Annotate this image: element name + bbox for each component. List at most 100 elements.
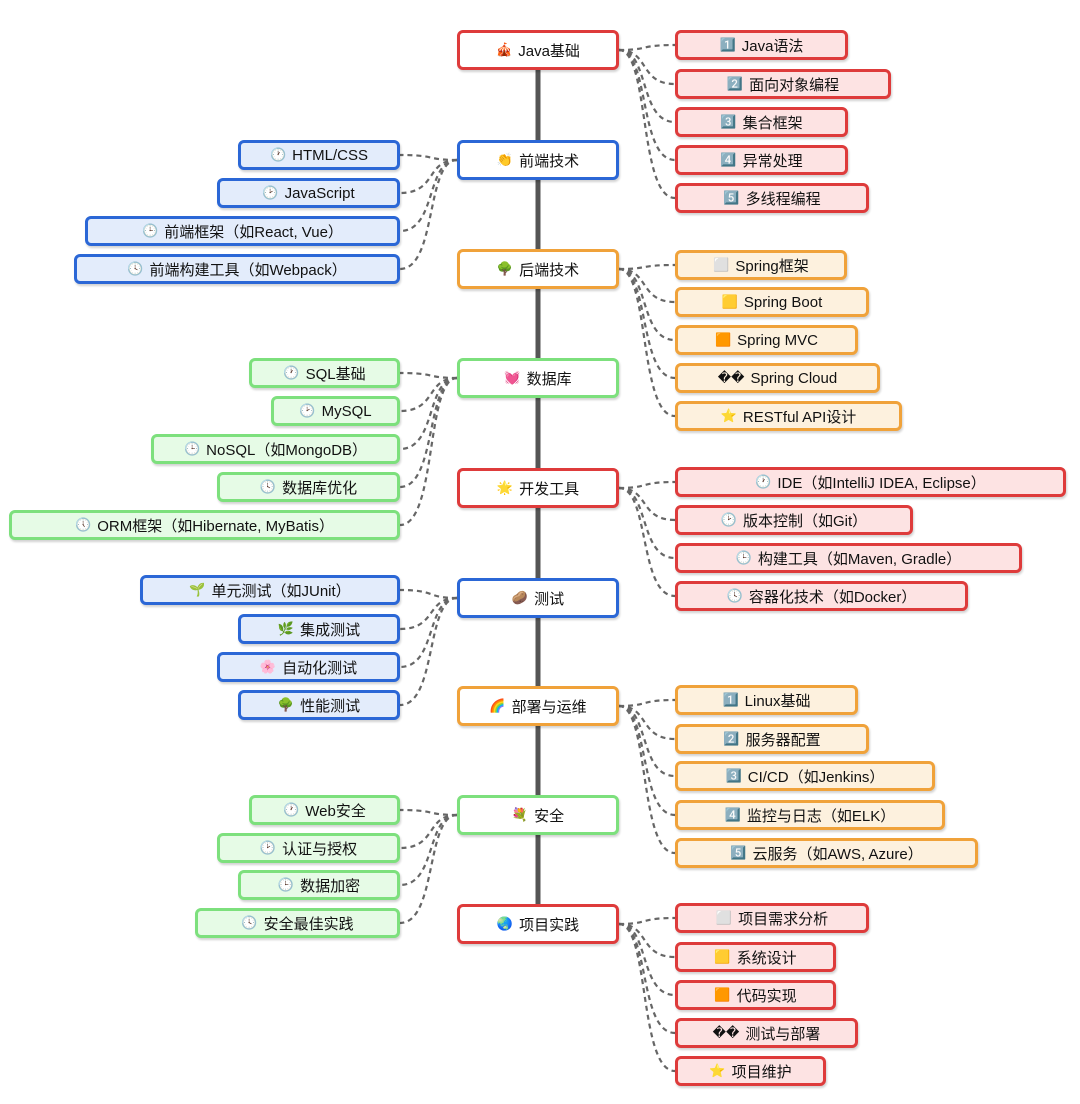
subtopic-node[interactable]: ��测试与部署 xyxy=(675,1018,858,1048)
subtopic-node[interactable]: 🕐HTML/CSS xyxy=(238,140,400,170)
connector-line xyxy=(618,922,676,997)
star-icon: ⭐ xyxy=(709,1063,726,1078)
node-label: IDE（如IntelliJ IDEA, Eclipse） xyxy=(777,474,986,492)
cherry-blossom-icon: 🌸 xyxy=(259,659,277,674)
connector-line xyxy=(618,916,676,926)
subtopic-node[interactable]: 🕓容器化技术（如Docker） xyxy=(675,581,968,611)
topic-node-4[interactable]: 💓 数据库 xyxy=(457,358,619,398)
subtopic-node[interactable]: 🕐Web安全 xyxy=(249,795,400,825)
subtopic-node[interactable]: 2️⃣ 面向对象编程 xyxy=(675,69,891,99)
subtopic-node[interactable]: 🕐IDE（如IntelliJ IDEA, Eclipse） xyxy=(675,467,1066,497)
node-label: 单元测试（如JUnit） xyxy=(211,582,351,600)
keycap-2-icon: 2️⃣ xyxy=(723,731,740,746)
connector-line xyxy=(399,158,458,271)
bouquet-icon: 💐 xyxy=(511,807,529,822)
topic-node-3[interactable]: 🌳后端技术 xyxy=(457,249,619,289)
clock-icon: 🕓 xyxy=(127,261,144,276)
subtopic-node[interactable]: 🌸自动化测试 xyxy=(217,652,400,682)
subtopic-node[interactable]: 5️⃣多线程编程 xyxy=(675,183,869,213)
subtopic-node[interactable]: 3️⃣CI/CD（如Jenkins） xyxy=(675,761,935,791)
clock-icon: 🕒 xyxy=(142,223,159,238)
node-label: RESTful API设计 xyxy=(742,408,857,426)
subtopic-node[interactable]: 🌿集成测试 xyxy=(238,614,400,644)
clock-icon: 🕒 xyxy=(277,877,295,892)
subtopic-node[interactable]: 5️⃣云服务（如AWS, Azure） xyxy=(675,838,978,868)
subtopic-node[interactable]: 🟨 系统设计 xyxy=(675,942,836,972)
subtopic-node[interactable]: 🕒数据加密 xyxy=(238,870,400,900)
clock-icon: 🕔 xyxy=(75,517,92,532)
node-label: 数据库优化 xyxy=(282,479,358,497)
connector-line xyxy=(618,48,676,124)
subtopic-node[interactable]: 🕒构建工具（如Maven, Gradle） xyxy=(675,543,1022,573)
subtopic-node[interactable]: 🕑认证与授权 xyxy=(217,833,400,863)
clock-icon: 🕓 xyxy=(726,588,743,603)
connector-line xyxy=(618,704,676,741)
subtopic-node[interactable]: 🟨Spring Boot xyxy=(675,287,869,317)
subtopic-node[interactable]: 🕔 ORM框架（如Hibernate, MyBatis） xyxy=(9,510,400,540)
connector-line xyxy=(618,486,676,560)
beating-heart-icon: 💓 xyxy=(504,370,521,385)
subtopic-node[interactable]: 🕒NoSQL（如MongoDB） xyxy=(151,434,400,464)
subtopic-node[interactable]: 🕓前端构建工具（如Webpack） xyxy=(74,254,400,284)
node-label: 服务器配置 xyxy=(745,731,821,749)
node-label: 测试 xyxy=(534,590,565,608)
node-label: Spring MVC xyxy=(737,331,819,349)
seedling-icon: 🌱 xyxy=(189,582,206,597)
connector-line xyxy=(618,922,676,1073)
subtopic-node[interactable]: 2️⃣ 服务器配置 xyxy=(675,724,869,754)
subtopic-node[interactable]: 🟧Spring MVC xyxy=(675,325,858,355)
connector-line xyxy=(618,486,676,522)
node-label: 数据库 xyxy=(526,370,572,388)
connector-line xyxy=(399,596,458,631)
topic-node-8[interactable]: 💐安全 xyxy=(457,795,619,835)
subtopic-node[interactable]: 🕐SQL基础 xyxy=(249,358,400,388)
yellow-square-icon: 🟨 xyxy=(714,949,731,964)
connector-line xyxy=(399,376,458,527)
subtopic-node[interactable]: 🕒 前端框架（如React, Vue） xyxy=(85,216,400,246)
connector-line xyxy=(618,43,676,52)
subtopic-node[interactable]: 4️⃣监控与日志（如ELK） xyxy=(675,800,945,830)
subtopic-node[interactable]: ⭐项目维护 xyxy=(675,1056,826,1086)
subtopic-node[interactable]: ⬜项目需求分析 xyxy=(675,903,869,933)
gray-square-icon: ⬜ xyxy=(715,910,733,925)
subtopic-node[interactable]: 🕑MySQL xyxy=(271,396,400,426)
subtopic-node[interactable]: 🟧代码实现 xyxy=(675,980,836,1010)
node-label: ORM框架（如Hibernate, MyBatis） xyxy=(97,517,334,535)
subtopic-node[interactable]: 1️⃣ Linux基础 xyxy=(675,685,858,715)
subtopic-node[interactable]: 🕑版本控制（如Git） xyxy=(675,505,913,535)
topic-node-5[interactable]: 🌟开发工具 xyxy=(457,468,619,508)
node-label: Linux基础 xyxy=(744,692,811,710)
node-label: 前端框架（如React, Vue） xyxy=(164,223,343,241)
node-label: Java语法 xyxy=(741,37,804,55)
connector-line xyxy=(399,588,458,600)
subtopic-node[interactable]: ��Spring Cloud xyxy=(675,363,880,393)
topic-node-9[interactable]: 🌏项目实践 xyxy=(457,904,619,944)
node-label: Web安全 xyxy=(305,802,366,820)
subtopic-node[interactable]: 1️⃣Java语法 xyxy=(675,30,848,60)
subtopic-node[interactable]: 4️⃣异常处理 xyxy=(675,145,848,175)
connector-line xyxy=(399,376,458,451)
gray-square-icon: ⬜ xyxy=(713,257,730,272)
keycap-4-icon: 4️⃣ xyxy=(724,807,741,822)
subtopic-node[interactable]: ⭐RESTful API设计 xyxy=(675,401,902,431)
subtopic-node[interactable]: 🕓安全最佳实践 xyxy=(195,908,400,938)
subtopic-node[interactable]: 3️⃣集合框架 xyxy=(675,107,848,137)
keycap-2-icon: 2️⃣ xyxy=(726,76,744,91)
node-label: 系统设计 xyxy=(736,949,797,967)
keycap-1-icon: 1️⃣ xyxy=(722,692,739,707)
connector-line xyxy=(399,813,458,887)
topic-node-2[interactable]: 👏前端技术 xyxy=(457,140,619,180)
connector-line xyxy=(399,596,458,669)
connector-line xyxy=(399,158,458,233)
subtopic-node[interactable]: 🌱 单元测试（如JUnit） xyxy=(140,575,400,605)
node-label: 面向对象编程 xyxy=(749,76,840,94)
connector-line xyxy=(399,371,458,380)
subtopic-node[interactable]: 🕑JavaScript xyxy=(217,178,400,208)
subtopic-node[interactable]: 🕓数据库优化 xyxy=(217,472,400,502)
subtopic-node[interactable]: ⬜Spring框架 xyxy=(675,250,847,280)
clock-icon: 🕑 xyxy=(299,403,316,418)
topic-node-6[interactable]: 🥔测试 xyxy=(457,578,619,618)
topic-node-7[interactable]: 🌈部署与运维 xyxy=(457,686,619,726)
subtopic-node[interactable]: 🌳性能测试 xyxy=(238,690,400,720)
topic-node-1[interactable]: 🎪Java基础 xyxy=(457,30,619,70)
